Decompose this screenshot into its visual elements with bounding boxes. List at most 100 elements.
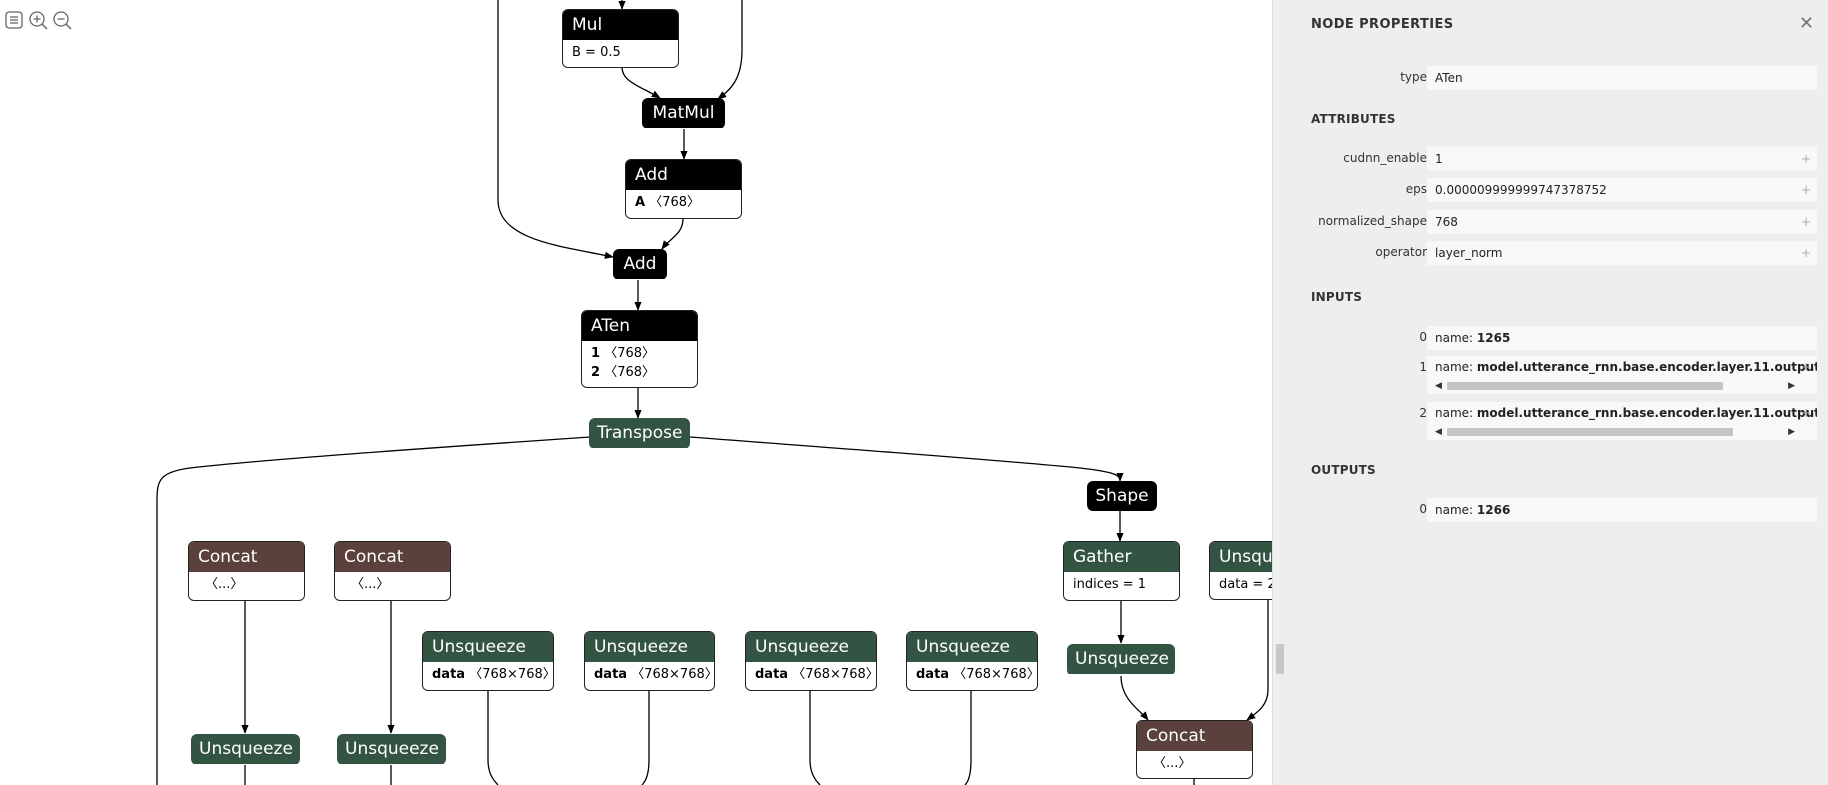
attribute-label: eps: [1405, 182, 1427, 196]
expand-icon[interactable]: +: [1800, 183, 1811, 197]
scroll-left-icon[interactable]: ◀: [1435, 427, 1442, 437]
node-concat[interactable]: Concat 〈...〉: [334, 541, 451, 601]
edge: [487, 690, 499, 785]
node-gather[interactable]: Gather indices = 1: [1063, 541, 1180, 601]
edge: [661, 218, 684, 250]
node-unsqueeze[interactable]: Unsqueeze: [1067, 644, 1175, 676]
attribute-value[interactable]: layer_norm+: [1427, 241, 1817, 265]
property-label: type: [1400, 70, 1427, 84]
expand-icon[interactable]: +: [1800, 215, 1811, 229]
horizontal-scrollbar[interactable]: ◀ ▶: [1435, 380, 1795, 391]
attribute-value[interactable]: 768 +: [1427, 210, 1817, 234]
node-matmul[interactable]: MatMul: [642, 98, 725, 129]
input-name: 1265: [1476, 331, 1511, 345]
input-prefix: name:: [1435, 360, 1477, 374]
attribute-value[interactable]: 0.000009999999747378752+: [1427, 178, 1817, 202]
node-add-residual[interactable]: Add: [613, 249, 667, 280]
attr-key: 1: [591, 346, 601, 361]
scroll-track: [1447, 428, 1783, 436]
property-type: type ATen: [1273, 66, 1828, 90]
node-unsqueeze[interactable]: Unsqueeze data 〈768×768〉: [584, 631, 715, 691]
node-attribute: B = 0.5: [572, 45, 621, 60]
attribute-value-text: 1: [1435, 152, 1443, 166]
input-value[interactable]: name: model.utterance_rnn.base.encoder.l…: [1427, 356, 1817, 394]
node-attribute: 〈...〉: [351, 577, 390, 592]
output-value[interactable]: name: 1266: [1427, 498, 1817, 522]
attr-value: 〈768×768〉: [631, 667, 715, 682]
attribute-label: normalized_shape: [1318, 214, 1427, 228]
zoom-in-icon[interactable]: [28, 10, 48, 30]
scroll-right-icon[interactable]: ▶: [1788, 381, 1795, 391]
node-attribute: data 〈768×768〉: [423, 662, 553, 688]
node-attribute: 〈...〉: [205, 577, 244, 592]
close-icon[interactable]: ✕: [1798, 13, 1814, 34]
attr-key: A: [635, 195, 646, 210]
node-attributes: 1 〈768〉 2 〈768〉: [582, 341, 697, 386]
node-title: Gather: [1064, 542, 1179, 572]
attribute-row: normalized_shape 768 +: [1273, 210, 1828, 234]
input-prefix: name:: [1435, 331, 1477, 345]
node-title: Unsqueeze: [585, 632, 714, 662]
node-title: Unsqueeze: [746, 632, 876, 662]
attribute-row: cudnn_enable 1+: [1273, 147, 1828, 171]
node-title: Unsqueeze: [907, 632, 1037, 662]
node-unsqueeze[interactable]: Unsqueeze data 〈768×768〉: [906, 631, 1038, 691]
attr-value: 〈768×768〉: [792, 667, 877, 682]
scroll-right-icon[interactable]: ▶: [1788, 427, 1795, 437]
edge: [621, 66, 661, 99]
scroll-thumb[interactable]: [1447, 428, 1733, 436]
zoom-out-icon[interactable]: [52, 10, 72, 30]
node-concat[interactable]: Concat 〈...〉: [188, 541, 305, 601]
node-title: Mul: [563, 10, 678, 40]
attribute-label: operator: [1375, 245, 1427, 259]
node-unsqueeze[interactable]: Unsqueeze: [337, 734, 446, 765]
edge: [156, 436, 591, 785]
expand-icon[interactable]: +: [1800, 406, 1811, 420]
node-title: Shape: [1087, 481, 1157, 511]
node-unsqueeze[interactable]: Unsqueeze data 〈768×768〉: [422, 631, 554, 691]
node-title: Concat: [1137, 721, 1252, 751]
node-concat[interactable]: Concat 〈...〉: [1136, 720, 1253, 779]
attribute-value-text: 768: [1435, 215, 1458, 229]
expand-icon[interactable]: +: [1800, 360, 1811, 374]
input-value[interactable]: name: model.utterance_rnn.base.encoder.l…: [1427, 402, 1817, 440]
property-value[interactable]: ATen: [1427, 66, 1817, 90]
input-prefix: name:: [1435, 406, 1477, 420]
attributes-heading: ATTRIBUTES: [1311, 112, 1396, 126]
node-unsqueeze[interactable]: Unsqueeze: [191, 734, 300, 765]
expand-icon[interactable]: +: [1800, 152, 1811, 166]
node-attribute: data 〈768×768〉: [907, 662, 1037, 688]
node-title: Add: [613, 249, 667, 279]
node-shape[interactable]: Shape: [1087, 481, 1157, 511]
node-title: Concat: [335, 542, 450, 572]
expand-icon[interactable]: +: [1800, 246, 1811, 260]
node-transpose[interactable]: Transpose: [589, 418, 690, 449]
attribute-value[interactable]: 1+: [1427, 147, 1817, 171]
node-attribute: indices = 1: [1073, 577, 1147, 592]
scroll-left-icon[interactable]: ◀: [1435, 381, 1442, 391]
node-attribute: data = 2: [1219, 577, 1272, 592]
attr-key: data: [594, 667, 628, 682]
input-name: model.utterance_rnn.base.encoder.layer.1…: [1476, 406, 1817, 420]
edge: [641, 690, 650, 785]
model-graph[interactable]: Mul B = 0.5 MatMul Add A 〈768〉 Add ATen …: [0, 0, 1272, 785]
horizontal-scrollbar[interactable]: ◀ ▶: [1435, 426, 1795, 437]
node-unsqueeze-partial[interactable]: Unsque data = 2: [1209, 541, 1272, 600]
panel-scrollbar[interactable]: [1276, 644, 1284, 674]
edge: [964, 690, 972, 785]
edge: [1246, 599, 1269, 721]
node-add[interactable]: Add A 〈768〉: [625, 159, 742, 219]
node-aten[interactable]: ATen 1 〈768〉 2 〈768〉: [581, 310, 698, 388]
input-name: model.utterance_rnn.base.encoder.layer.1…: [1476, 360, 1817, 374]
output-row: 0 name: 1266: [1273, 498, 1828, 522]
input-value[interactable]: name: 1265: [1427, 326, 1817, 350]
input-row: 2 name: model.utterance_rnn.base.encoder…: [1273, 402, 1828, 440]
node-unsqueeze[interactable]: Unsqueeze data 〈768×768〉: [745, 631, 877, 691]
output-name: 1266: [1476, 503, 1511, 517]
node-mul[interactable]: Mul B = 0.5: [562, 9, 679, 68]
scroll-track: [1447, 382, 1783, 390]
attribute-row: eps 0.000009999999747378752+: [1273, 178, 1828, 202]
node-title: Unsque: [1210, 542, 1272, 572]
sidebar-icon[interactable]: [4, 10, 24, 30]
scroll-thumb[interactable]: [1447, 382, 1723, 390]
